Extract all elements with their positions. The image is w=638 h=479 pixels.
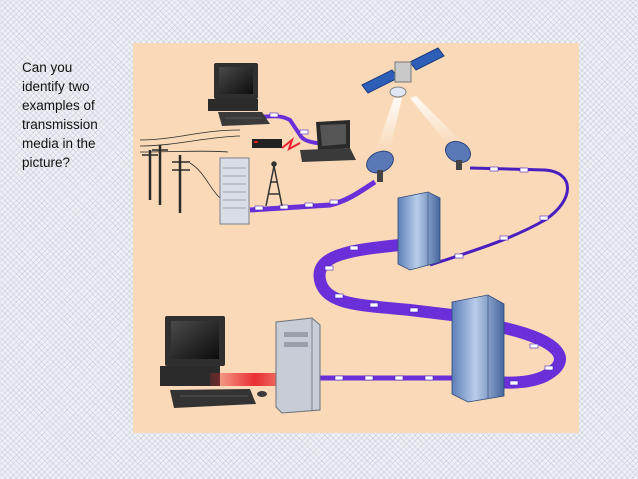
satellite-icon bbox=[361, 47, 445, 98]
satellite-dish-icon bbox=[366, 150, 394, 182]
mainframe-icon bbox=[451, 294, 505, 403]
signal-beam bbox=[410, 96, 460, 145]
question-line: examples of bbox=[22, 98, 95, 113]
question-line: picture? bbox=[22, 155, 71, 170]
power-lines-icon bbox=[139, 129, 241, 213]
network-illustration bbox=[133, 43, 579, 433]
tower-pc-icon bbox=[275, 317, 321, 414]
desktop-computer-icon bbox=[160, 316, 267, 408]
desktop-computer-icon bbox=[208, 63, 270, 126]
radio-tower-icon bbox=[265, 161, 283, 207]
signal-beam bbox=[376, 98, 402, 150]
mainframe-icon bbox=[397, 191, 441, 271]
modem-icon bbox=[252, 137, 301, 152]
cable bbox=[249, 179, 377, 213]
server-rack-icon bbox=[219, 157, 250, 225]
question-line: Can you bbox=[22, 60, 73, 75]
question-text: Can you identify two examples of transmi… bbox=[22, 58, 122, 172]
cable-packets bbox=[254, 112, 554, 386]
satellite-dish-icon bbox=[444, 140, 472, 170]
question-line: transmission bbox=[22, 117, 98, 132]
question-line: media in the bbox=[22, 136, 96, 151]
laptop-icon bbox=[300, 120, 356, 162]
cable bbox=[313, 239, 461, 322]
question-line: identify two bbox=[22, 79, 90, 94]
